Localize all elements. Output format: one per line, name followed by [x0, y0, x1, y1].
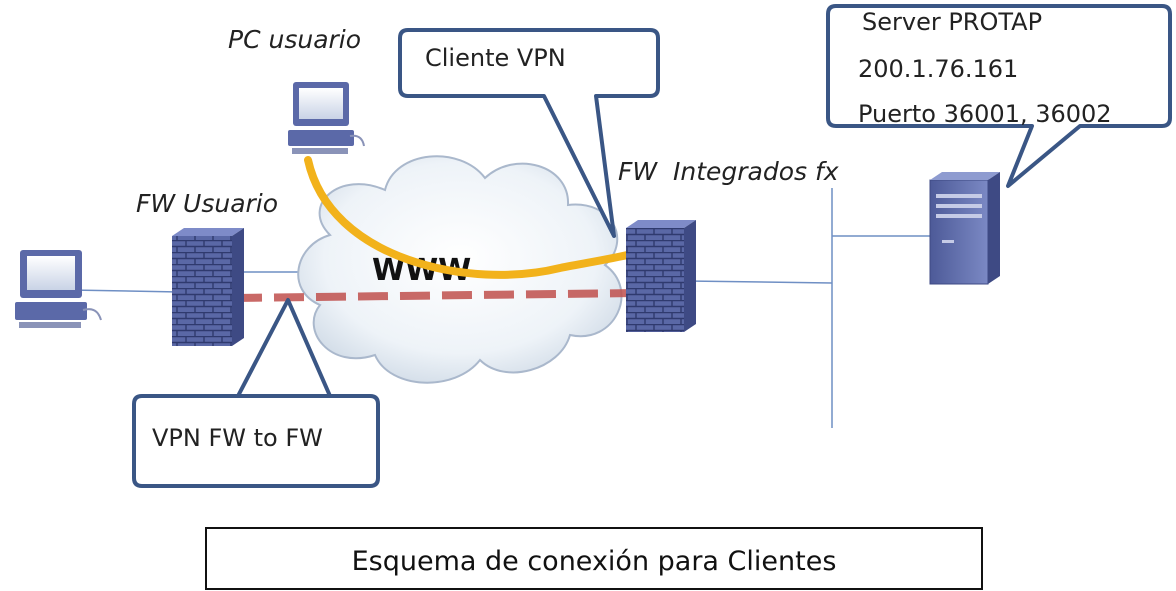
firewall-icon-usuario — [172, 228, 244, 346]
vpn-fw-to-fw-link — [231, 289, 641, 302]
computer-icon-pc-usuario — [288, 82, 365, 154]
callout-cliente-vpn: Cliente VPN — [398, 28, 660, 238]
caption-box: Esquema de conexión para Clientes — [205, 527, 983, 590]
fw-integrados-label: FW Integrados fx — [618, 157, 839, 186]
firewall-icon-integrados — [626, 220, 696, 332]
server-name-text: Server PROTAP — [862, 8, 1042, 36]
fw-usuario-label: FW Usuario — [136, 189, 278, 218]
callout-cliente-vpn-text: Cliente VPN — [425, 44, 566, 72]
server-ports-text: Puerto 36001, 36002 — [858, 100, 1112, 128]
caption-text: Esquema de conexión para Clientes — [352, 546, 837, 577]
server-ip-text: 200.1.76.161 — [858, 55, 1018, 83]
server-icon — [929, 172, 1000, 285]
pc-usuario-label: PC usuario — [228, 25, 361, 54]
callout-vpn-fw-to-fw: VPN FW to FW — [132, 298, 380, 488]
wire-left-pc — [69, 289, 181, 293]
callout-server-protap: Server PROTAP 200.1.76.161 Puerto 36001,… — [826, 4, 1172, 188]
wire-fw-integrados — [685, 280, 833, 284]
computer-icon — [15, 250, 102, 328]
callout-vpn-fw-to-fw-text: VPN FW to FW — [152, 424, 323, 452]
